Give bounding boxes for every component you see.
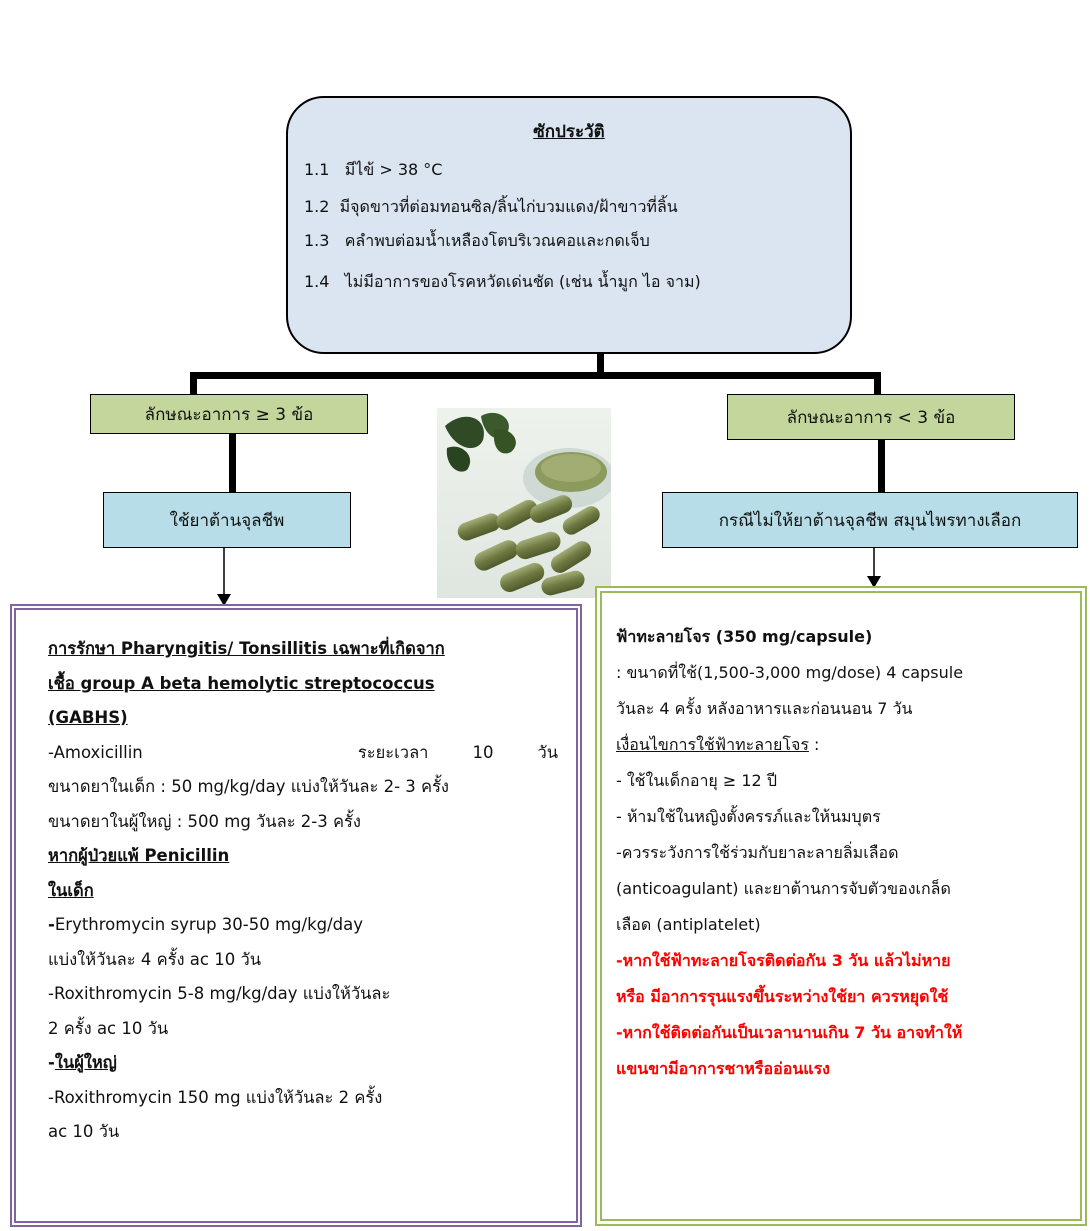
herbal-condition-4: (anticoagulant) และยาต้านการจับตัวของเกล… <box>616 879 951 898</box>
herbal-alternative-box: กรณีไม่ให้ยาต้านจุลชีพ สมุนไพรทางเลือก <box>662 492 1078 548</box>
penicillin-allergy-heading: หากผู้ป่วยแพ้ Penicillin <box>48 846 230 865</box>
connector-right-down <box>874 372 881 396</box>
herbal-warning-4: แขนขามีอาการชาหรืออ่อนแรง <box>616 1059 830 1078</box>
adult-dose-line: ขนาดยาในผู้ใหญ่ : 500 mg วันละ 2-3 ครั้ง <box>48 811 361 831</box>
herbal-dose-line1: : ขนาดที่ใช้(1,500-3,000 mg/dose) 4 caps… <box>616 663 964 682</box>
connector-left-symptom-down <box>229 432 236 492</box>
history-box: ซักประวัติ 1.1 มีไข้ > 38 °C 1.2 มีจุดขา… <box>286 96 852 354</box>
antibiotic-box: ใช้ยาต้านจุลชีพ <box>103 492 351 548</box>
history-item-3: 1.3 คลำพบต่อมน้ำเหลืองโตบริเวณคอและกดเจ็… <box>304 231 650 250</box>
arrow-left-to-panel <box>217 548 231 606</box>
antibiotic-treatment-panel: การรักษา Pharyngitis/ Tonsillitis เฉพาะท… <box>10 604 582 1227</box>
herbal-title: ฟ้าทะลายโจร (350 mg/capsule) <box>616 627 873 646</box>
roxithromycin-adult-line1: -Roxithromycin 150 mg แบ่งให้วันละ 2 ครั… <box>48 1087 383 1107</box>
connector-history-down <box>597 352 604 376</box>
herbal-condition-heading: เงื่อนไขการใช้ฟ้าทะลายโจร : <box>616 735 820 754</box>
connector-left-down <box>190 372 197 396</box>
roxithromycin-child-line1: -Roxithromycin 5-8 mg/kg/day แบ่งให้วันล… <box>48 984 391 1003</box>
history-item-4: 1.4 ไม่มีอาการของโรคหวัดเด่นชัด (เช่น น้… <box>304 272 701 291</box>
symptom-count-high-box: ลักษณะอาการ ≥ 3 ข้อ <box>90 394 368 434</box>
history-item-2: 1.2 มีจุดขาวที่ต่อมทอนซิล/ลิ้นไก่บวมแดง/… <box>304 197 678 216</box>
arrow-right-to-panel <box>867 548 881 588</box>
herbal-warning-2: หรือ มีอาการรุนแรงขึ้นระหว่างใช้ยา ควรหย… <box>616 987 949 1006</box>
erythromycin-line2: แบ่งให้วันละ 4 ครั้ง ac 10 วัน <box>48 949 262 969</box>
herbal-warning-1: -หากใช้ฟ้าทะลายโจรติดต่อกัน 3 วัน แล้วไม… <box>616 951 951 970</box>
herbal-treatment-panel: ฟ้าทะลายโจร (350 mg/capsule) : ขนาดที่ใช… <box>595 586 1087 1226</box>
herbal-condition-2: - ห้ามใช้ในหญิงตั้งครรภ์และให้นมบุตร <box>616 807 881 826</box>
symptom-count-low-box: ลักษณะอาการ < 3 ข้อ <box>727 394 1015 440</box>
erythromycin-line1: -Erythromycin syrup 30-50 mg/kg/day <box>48 915 364 934</box>
treatment-heading-line3: (GABHS) <box>48 708 128 727</box>
herbal-condition-1: - ใช้ในเด็กอายุ ≥ 12 ปี <box>616 771 777 790</box>
history-title: ซักประวัติ <box>533 122 605 142</box>
herbal-condition-3: -ควรระวังการใช้ร่วมกับยาละลายลิ่มเลือด <box>616 843 899 862</box>
treatment-heading-line2: เชื้อ group A beta hemolytic streptococc… <box>48 673 435 693</box>
herbal-condition-5: เลือด (antiplatelet) <box>616 915 761 934</box>
child-dose-line: ขนาดยาในเด็ก : 50 mg/kg/day แบ่งให้วันละ… <box>48 777 449 796</box>
treatment-heading-line1: การรักษา Pharyngitis/ Tonsillitis เฉพาะท… <box>48 639 445 658</box>
connector-horizontal <box>190 372 880 379</box>
herbal-dose-line2: วันละ 4 ครั้ง หลังอาหารและก่อนนอน 7 วัน <box>616 699 913 718</box>
history-item-1: 1.1 มีไข้ > 38 °C <box>304 160 443 179</box>
adult-heading: -ในผู้ใหญ่ <box>48 1053 117 1072</box>
roxithromycin-adult-line2: ac 10 วัน <box>48 1122 120 1141</box>
herbal-warning-3: -หากใช้ติดต่อกันเป็นเวลานานเกิน 7 วัน อา… <box>616 1023 963 1042</box>
connector-right-symptom-down <box>878 440 885 492</box>
amoxicillin-line: -Amoxicillin ระยะเวลา 10 วัน <box>48 742 558 762</box>
roxithromycin-child-line2: 2 ครั้ง ac 10 วัน <box>48 1018 169 1038</box>
child-heading: ในเด็ก <box>48 880 94 900</box>
herbal-capsules-photo <box>437 408 611 598</box>
